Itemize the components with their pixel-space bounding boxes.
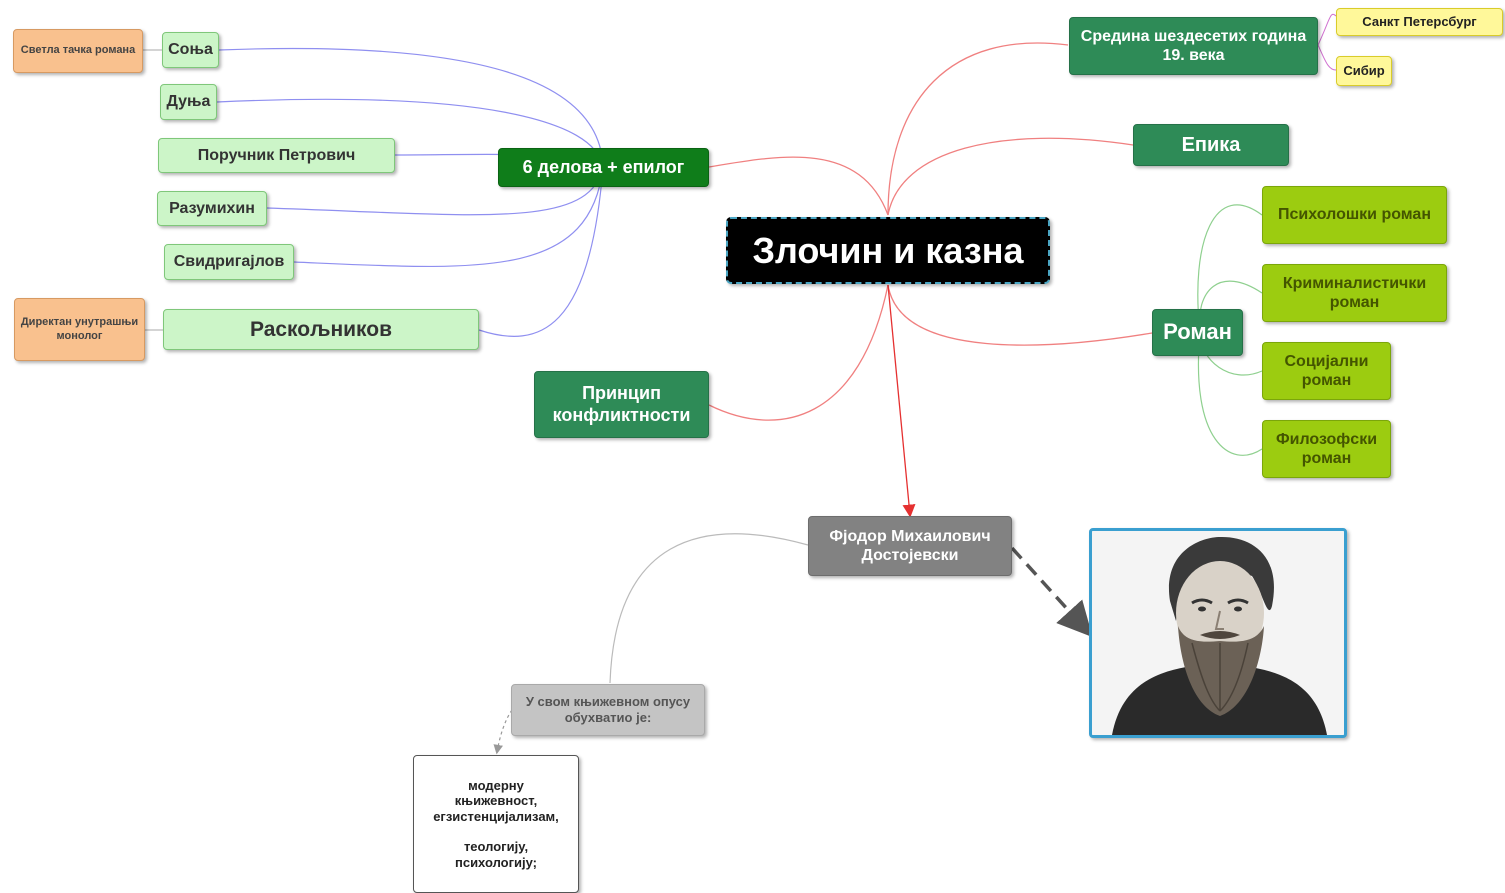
author-scope-topic[interactable]: У свом књижевном опусу обухватио је: bbox=[511, 684, 705, 736]
scope-item: психологију; bbox=[454, 854, 538, 870]
root-links bbox=[708, 42, 1153, 421]
author-scope-label: У свом књижевном опусу обухватио је: bbox=[525, 694, 691, 725]
novel-type-psychological[interactable]: Психолошки роман bbox=[1262, 186, 1447, 244]
character-label: Поручник Петрович bbox=[197, 146, 356, 164]
novel-type-label: Социјални роман bbox=[1284, 352, 1369, 389]
parts-topic-label: 6 делова + епилог bbox=[522, 156, 685, 177]
novel-type-philosophical[interactable]: Филозофски роман bbox=[1262, 420, 1391, 478]
character-sonja[interactable]: Соња bbox=[162, 32, 219, 68]
character-razumihin[interactable]: Разумихин bbox=[157, 191, 267, 226]
place-label: Сибир bbox=[1343, 63, 1385, 79]
portrait-link bbox=[1010, 546, 1093, 638]
character-label: Разумихин bbox=[169, 199, 255, 217]
roman-topic-label: Роман bbox=[1163, 319, 1232, 345]
place-sibir[interactable]: Сибир bbox=[1336, 56, 1392, 86]
scope-item: модерну bbox=[468, 777, 524, 793]
epika-topic-label: Епика bbox=[1181, 134, 1241, 156]
scope-list-link bbox=[493, 709, 513, 755]
portrait-drawing bbox=[1092, 531, 1344, 735]
novel-type-social[interactable]: Социјални роман bbox=[1262, 342, 1391, 400]
author-portrait-image[interactable] bbox=[1089, 528, 1347, 738]
note-label: Директан унутрашњи монолог bbox=[20, 316, 139, 342]
character-label: Раскољников bbox=[249, 317, 393, 341]
place-sankt-peterburg[interactable]: Санкт Петерсбург bbox=[1336, 8, 1503, 36]
setting-topic-label: Средина шездесетих година 19. века bbox=[1080, 27, 1307, 64]
character-porucnik-petrovic[interactable]: Поручник Петрович bbox=[158, 138, 395, 173]
author-topic[interactable]: Фјодор Михаилович Достојевски bbox=[808, 516, 1012, 576]
scope-item: теологију, bbox=[463, 839, 529, 855]
character-label: Свидригајлов bbox=[173, 253, 285, 271]
scope-link bbox=[609, 533, 809, 684]
place-label: Санкт Петерсбург bbox=[1362, 14, 1477, 30]
novel-type-label: Психолошки роман bbox=[1278, 206, 1431, 224]
character-svidrigajlov[interactable]: Свидригајлов bbox=[164, 244, 294, 280]
root-topic-label: Злочин и казна bbox=[752, 229, 1024, 271]
roman-topic[interactable]: Роман bbox=[1152, 309, 1243, 356]
note-label: Светла тачка романа bbox=[20, 44, 136, 57]
note-sonja[interactable]: Светла тачка романа bbox=[13, 29, 143, 73]
novel-type-label: Криминалистички роман bbox=[1282, 274, 1427, 311]
author-link bbox=[887, 284, 916, 518]
epika-topic[interactable]: Епика bbox=[1133, 124, 1289, 166]
novel-type-label: Филозофски роман bbox=[1275, 430, 1378, 467]
note-raskolnikov[interactable]: Директан унутрашњи монолог bbox=[14, 298, 145, 361]
author-scope-list[interactable]: модерну књижевност, егзистенцијализам, т… bbox=[413, 755, 579, 893]
character-links bbox=[216, 47, 604, 337]
scope-item: егзистенцијализам, bbox=[433, 808, 559, 824]
note-links bbox=[143, 49, 163, 331]
root-topic[interactable]: Злочин и казна bbox=[726, 217, 1050, 284]
setting-topic[interactable]: Средина шездесетих година 19. века bbox=[1069, 17, 1318, 75]
place-links bbox=[1317, 13, 1337, 71]
character-label: Соња bbox=[168, 41, 213, 59]
novel-type-criminal[interactable]: Криминалистички роман bbox=[1262, 264, 1447, 322]
conflict-topic[interactable]: Принцип конфликтности bbox=[534, 371, 709, 438]
character-dunja[interactable]: Дуња bbox=[160, 84, 217, 120]
author-topic-label: Фјодор Михаилович Достојевски bbox=[829, 527, 991, 564]
character-raskolnikov[interactable]: Раскољников bbox=[163, 309, 479, 350]
parts-topic[interactable]: 6 делова + епилог bbox=[498, 148, 709, 187]
character-label: Дуња bbox=[166, 93, 211, 111]
conflict-topic-label: Принцип конфликтности bbox=[552, 382, 691, 425]
scope-item: књижевност, bbox=[454, 793, 538, 809]
